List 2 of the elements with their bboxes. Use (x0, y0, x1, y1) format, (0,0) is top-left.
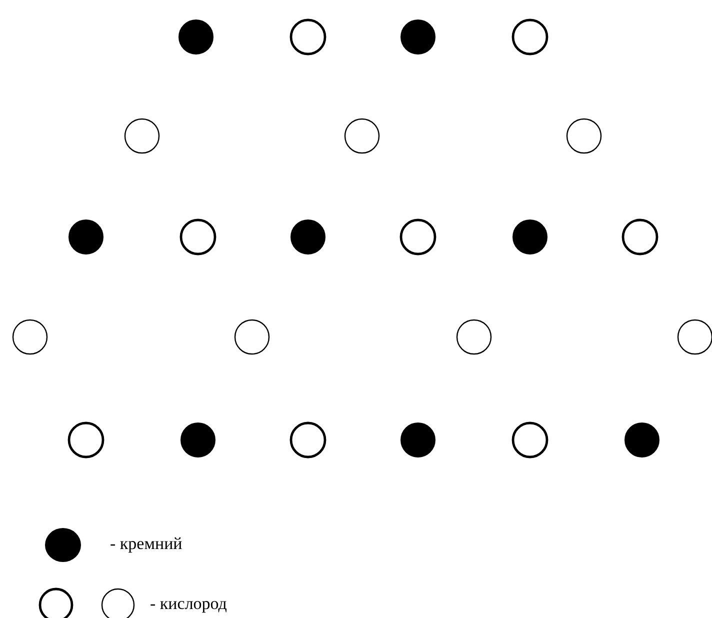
legend-label: - кислород (150, 594, 227, 614)
legend-label: - кремний (110, 534, 182, 554)
